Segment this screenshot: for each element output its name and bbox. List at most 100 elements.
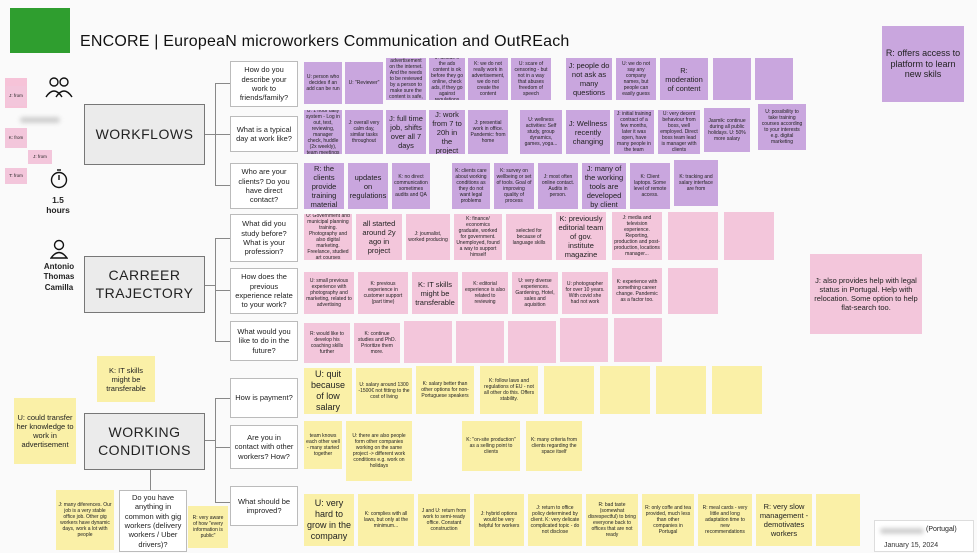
question-previous-experience: How does the previous experience relate … — [230, 268, 298, 314]
note: R: moderation of content — [660, 58, 708, 100]
note: U: there are also people form other comp… — [346, 421, 412, 481]
note: J: presential work in office. Pandemic: … — [468, 110, 508, 154]
note: J: many of the working tools are develop… — [582, 163, 626, 209]
note-empty — [724, 212, 774, 260]
note-empty — [668, 212, 718, 260]
note: R: very slow management - demotivates wo… — [756, 494, 812, 546]
note-j-from-2: J: from — [28, 150, 52, 164]
note: J: media and television experience. Repo… — [612, 212, 662, 260]
note: K: "on-site production" as a selling poi… — [462, 421, 520, 471]
question-study-before: What did you study before? What is your … — [230, 214, 298, 262]
note: K: tracking and salary interface are fro… — [674, 160, 718, 206]
note: U: person who decides if an add can be r… — [304, 62, 342, 104]
note: K: IT skills might be transferable — [412, 272, 458, 314]
note: U: quit because of low salary — [304, 368, 352, 414]
note-empty — [560, 318, 608, 362]
note: K: complies with all laws, but only at t… — [358, 494, 414, 546]
question-clients: Who are your clients? Do you have direct… — [230, 163, 298, 209]
category-career: CARREER TRAJECTORY — [84, 256, 205, 313]
note: selected for because of language skills — [506, 214, 552, 260]
duration-value: 1.5 hours — [46, 195, 70, 216]
note: K: salary better than other options for … — [416, 366, 474, 414]
note-k-from: K: from — [5, 128, 27, 148]
question-typical-day: What is a typical day at work like? — [230, 116, 298, 152]
group-icon — [45, 77, 73, 98]
note: R: the clients provide training material — [304, 163, 344, 209]
question-future: What would you like to do in the future? — [230, 321, 298, 361]
note: K: many criteria from clients regarding … — [526, 421, 582, 471]
note: K: experience with something career chan… — [612, 268, 662, 314]
note: R: bad taste (somewhat disrespectful) to… — [586, 494, 638, 546]
category-workflows: WORKFLOWS — [84, 104, 205, 165]
note: J: people do not ask as many questions — [566, 58, 612, 100]
note: K: You see bits of advertisement on the … — [386, 58, 426, 100]
note: K: survey on wellbeing or set of tools. … — [494, 163, 534, 209]
note: K: Client laptops. Some level of remote … — [630, 163, 670, 209]
note-j-from: J: from — [6, 86, 26, 106]
note: U: very hard to grow in the company — [304, 494, 354, 546]
note-empty — [712, 366, 762, 414]
question-describe-work: How do you describe your work to friends… — [230, 61, 298, 107]
note: J: decide if the ads content is ok befor… — [429, 58, 465, 100]
note: R: would like to develop his coaching sk… — [304, 323, 350, 363]
note: U: scare of censoring - but not in a way… — [511, 58, 551, 100]
note: K: follow laws and regulations of EU - n… — [480, 366, 538, 414]
footer-stamp — [874, 520, 974, 552]
note-empty — [600, 366, 650, 414]
note: updates on regulations — [348, 163, 388, 209]
note: K: previous experience in customer suppo… — [358, 272, 408, 314]
note: R: very aware of how "every information … — [188, 506, 228, 548]
note: J: hybrid options would be very helpful … — [474, 494, 524, 546]
note: U: we do not say any company names, but … — [616, 58, 656, 100]
note: K: we do not really work in advertisemen… — [468, 58, 508, 100]
note: J: return to office policy determined by… — [528, 494, 582, 546]
note-empty — [614, 318, 662, 362]
footer-location: (Portugal) — [926, 526, 957, 533]
note: U: very diverse experiences. Gardening, … — [512, 272, 558, 314]
note: U: very decent behaviour from boss, well… — [658, 110, 700, 154]
note-platform-access: R: offers access to platform to learn ne… — [882, 26, 964, 102]
question-improved: What should be improved? — [230, 486, 298, 526]
page-title: ENCORE | EuropeaN microworkers Communica… — [80, 33, 570, 50]
question-gig-workers: Do you have anything in common with gig … — [119, 490, 187, 552]
brand-block — [10, 8, 70, 53]
note: all started around 2y ago in project — [356, 214, 402, 260]
note-empty — [668, 268, 718, 314]
note: J: most often online contact. Audits in … — [538, 163, 578, 209]
note: U: 1 hour daily system - Log in out, tes… — [304, 110, 342, 154]
note: J: overall very calm day, similar tasks … — [345, 110, 383, 154]
note: U: Government and municipal planning tra… — [304, 214, 352, 260]
note: J: work from 7 to 20h in the project — [429, 110, 465, 154]
note: K: previously editorial team of gov. ins… — [556, 212, 606, 260]
note: J and U: return from work to semi-ready … — [418, 494, 470, 546]
note: team knows each other well - many starte… — [304, 421, 342, 469]
note: U: salary around 1300 -1500€ not fitting… — [356, 368, 412, 414]
note-transfer-knowledge: U: could transfer her knowledge to work … — [14, 398, 76, 464]
note-empty — [713, 58, 751, 100]
category-working-conditions: WORKING CONDITIONS — [84, 413, 205, 470]
note: J: full time job, shifts over all 7 days — [386, 110, 426, 154]
note-legal-help: J: also provides help with legal status … — [810, 254, 922, 334]
note-t-from: T: from — [5, 168, 27, 184]
note: U: photographer for over 10 years. With … — [562, 272, 608, 314]
note: U: wellness activities: Self study, grou… — [520, 110, 562, 154]
note: U: small previous experience with photog… — [304, 272, 354, 314]
note-empty — [755, 58, 793, 100]
note-empty — [456, 321, 504, 363]
footer-date: January 15, 2024 — [884, 542, 939, 549]
question-payment: How is payment? — [230, 378, 298, 418]
note: J: Wellness recently changing — [566, 110, 610, 154]
note: K: no direct communication sometimes aud… — [392, 163, 430, 209]
redacted-text — [880, 528, 924, 534]
note: R: only coffe and tea provided, much les… — [642, 494, 694, 546]
note-empty — [544, 366, 594, 414]
note: J: initial training contract of a few mo… — [614, 110, 654, 154]
note-empty — [508, 321, 556, 363]
note-empty — [404, 321, 452, 363]
note: J: many diferences. Our job is a very st… — [56, 490, 114, 550]
note-empty — [816, 494, 860, 546]
note-empty — [656, 366, 706, 414]
participant-name: Antonio Thomas Camilla — [43, 262, 75, 292]
note: K: continue studies and PhD. Prioritize … — [354, 323, 400, 363]
stopwatch-icon — [50, 169, 68, 189]
